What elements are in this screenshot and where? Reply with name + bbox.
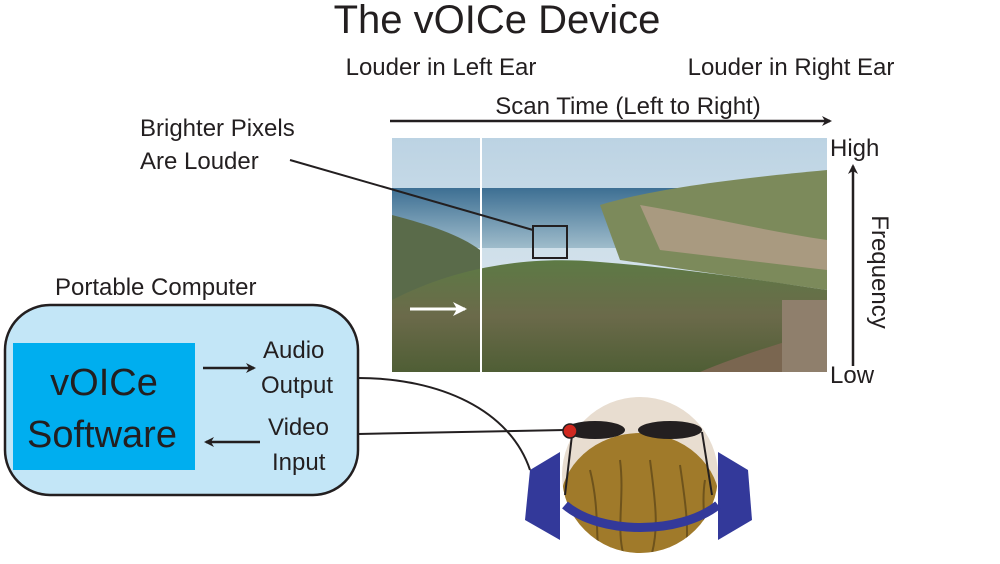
camera-icon	[562, 423, 578, 439]
software-label: Software	[27, 414, 177, 456]
audio-cable	[357, 377, 531, 471]
high-label: High	[830, 135, 879, 162]
output-label: Output	[261, 372, 333, 399]
low-label: Low	[830, 362, 875, 389]
portable-computer-label: Portable Computer	[55, 274, 256, 301]
landscape-photo	[392, 138, 827, 372]
left-lens	[565, 421, 625, 439]
video-cable	[357, 429, 566, 435]
are-louder-label: Are Louder	[140, 148, 259, 175]
bright-pixel-box	[532, 225, 568, 259]
frequency-label: Frequency	[866, 215, 893, 328]
voice-software-box	[13, 343, 195, 470]
right-lens	[638, 421, 702, 439]
diagram-title: The vOICe Device	[334, 0, 661, 42]
software-name: vOICe	[50, 362, 158, 404]
callout-line	[289, 159, 534, 231]
right-earphone	[718, 452, 752, 540]
brighter-pixels-label: Brighter Pixels	[140, 115, 295, 142]
video-label: Video	[268, 414, 329, 441]
left-earphone	[525, 452, 560, 540]
audio-label: Audio	[263, 337, 324, 364]
input-label: Input	[272, 449, 326, 476]
scan-time-label: Scan Time (Left to Right)	[495, 93, 760, 120]
headband	[562, 501, 721, 532]
user-head	[525, 397, 752, 553]
louder-left-label: Louder in Left Ear	[346, 54, 537, 81]
louder-right-label: Louder in Right Ear	[688, 54, 895, 81]
